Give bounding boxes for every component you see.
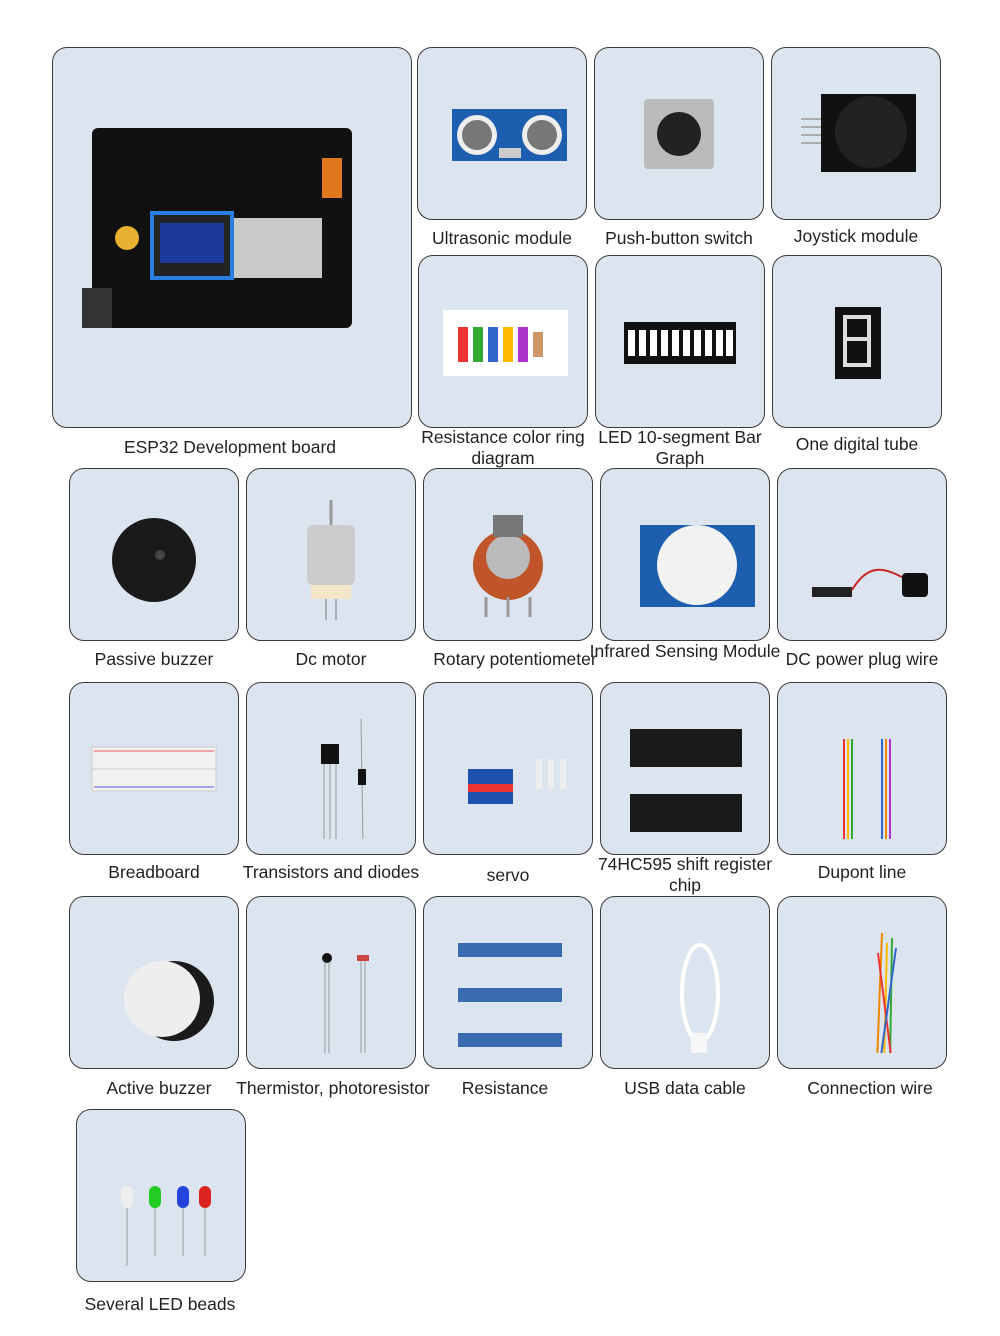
resistance-diagram-image bbox=[443, 309, 568, 376]
item-resistance-diagram bbox=[418, 255, 588, 428]
ultrasonic-module-image bbox=[452, 108, 567, 161]
item-dc-power-plug bbox=[777, 468, 947, 641]
passive-buzzer-image bbox=[112, 517, 196, 602]
dc-power-plug-image bbox=[812, 568, 928, 597]
item-rotary-potentiometer bbox=[423, 468, 593, 641]
item-label: ESP32 Development board bbox=[123, 437, 337, 457]
item-usb-cable bbox=[600, 896, 770, 1069]
breadboard-image bbox=[91, 746, 217, 791]
potentiometer-image bbox=[473, 514, 543, 617]
item-label: Transistors and diodes bbox=[242, 862, 420, 882]
digital-tube-image bbox=[835, 306, 881, 379]
item-infrared-module bbox=[600, 468, 770, 641]
item-thermistor-photoresistor bbox=[246, 896, 416, 1069]
servo-image bbox=[468, 758, 566, 804]
item-label: Breadboard bbox=[108, 862, 200, 882]
item-label: Push-button switch bbox=[605, 228, 753, 248]
item-servo bbox=[423, 682, 593, 855]
item-label: Infrared Sensing Module bbox=[589, 641, 781, 661]
infrared-module-image bbox=[640, 524, 755, 607]
item-label: Several LED beads bbox=[84, 1294, 236, 1314]
item-label: Resistance bbox=[461, 1078, 549, 1098]
item-label: Dupont line bbox=[817, 862, 907, 882]
item-connection-wire bbox=[777, 896, 947, 1069]
item-label: USB data cable bbox=[624, 1078, 746, 1098]
item-label: Dc motor bbox=[295, 649, 367, 669]
item-label: One digital tube bbox=[795, 434, 919, 454]
item-label: 74HC595 shift register chip bbox=[597, 854, 773, 895]
item-digital-tube bbox=[772, 255, 942, 428]
item-dc-motor bbox=[246, 468, 416, 641]
item-passive-buzzer bbox=[69, 468, 239, 641]
item-esp32-board bbox=[52, 47, 412, 428]
thermistor-photoresistor-image bbox=[322, 952, 369, 1053]
connection-wire-image bbox=[876, 932, 897, 1053]
item-label: DC power plug wire bbox=[785, 649, 939, 669]
push-button-image bbox=[644, 98, 714, 169]
transistors-diodes-image bbox=[321, 718, 366, 839]
led-beads-image bbox=[121, 1185, 211, 1266]
item-label: Thermistor, photoresistor bbox=[236, 1078, 430, 1098]
item-resistance bbox=[423, 896, 593, 1069]
item-label: Ultrasonic module bbox=[431, 228, 573, 248]
item-dupont-line bbox=[777, 682, 947, 855]
item-label: LED 10-segment Bar Graph bbox=[598, 427, 762, 468]
item-label: Joystick module bbox=[793, 226, 919, 246]
item-active-buzzer bbox=[69, 896, 239, 1069]
item-label: Resistance color ring diagram bbox=[421, 427, 585, 468]
item-label: Connection wire bbox=[807, 1078, 933, 1098]
item-label: Passive buzzer bbox=[94, 649, 214, 669]
item-shift-register-chip bbox=[600, 682, 770, 855]
dupont-line-image bbox=[843, 738, 891, 839]
resistance-image bbox=[458, 942, 562, 1047]
joystick-module-image bbox=[801, 93, 916, 172]
item-joystick-module bbox=[771, 47, 941, 220]
item-push-button bbox=[594, 47, 764, 220]
dc-motor-image bbox=[307, 499, 355, 620]
item-led-bar-graph bbox=[595, 255, 765, 428]
item-led-beads bbox=[76, 1109, 246, 1282]
led-bar-graph-image bbox=[624, 321, 736, 364]
esp32-board-image bbox=[82, 127, 352, 328]
item-transistors-diodes bbox=[246, 682, 416, 855]
item-label: Active buzzer bbox=[106, 1078, 212, 1098]
active-buzzer-image bbox=[124, 960, 214, 1041]
item-breadboard bbox=[69, 682, 239, 855]
item-label: Rotary potentiometer bbox=[433, 649, 597, 669]
item-ultrasonic-module bbox=[417, 47, 587, 220]
item-label: servo bbox=[486, 865, 530, 885]
usb-cable-image bbox=[680, 942, 720, 1053]
shift-register-chip-image bbox=[630, 728, 742, 832]
